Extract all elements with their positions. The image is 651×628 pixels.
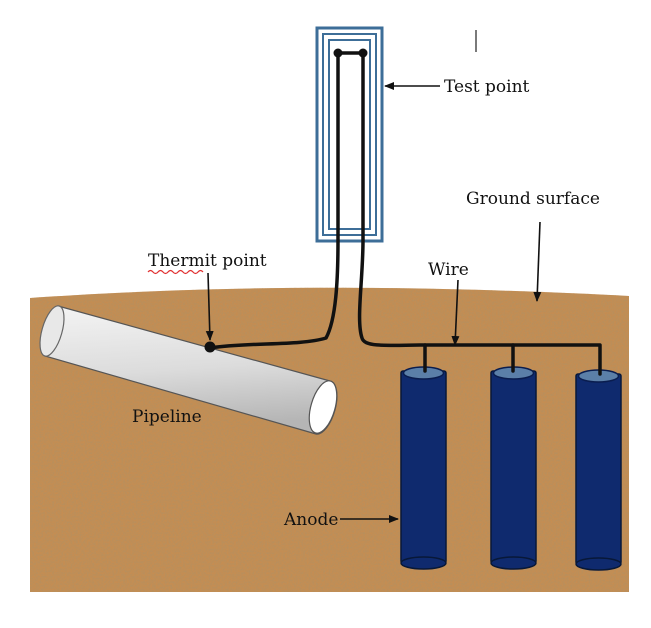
label-ground-surface: Ground surface bbox=[466, 189, 600, 209]
label-thermit-point: Thermit point bbox=[148, 251, 267, 271]
pipeline-cylinder bbox=[39, 305, 338, 435]
test-point-box bbox=[315, 26, 384, 243]
label-anode: Anode bbox=[283, 510, 338, 530]
terminal-dots bbox=[333, 48, 368, 58]
anode-3 bbox=[575, 369, 622, 571]
arrow-icon bbox=[205, 82, 542, 523]
label-wire: Wire bbox=[428, 260, 469, 280]
anode-group bbox=[400, 366, 622, 571]
spellcheck-underline bbox=[147, 269, 204, 275]
label-pipeline: Pipeline bbox=[132, 407, 202, 427]
label-test-point: Test point bbox=[444, 77, 530, 97]
anode-1 bbox=[400, 366, 447, 570]
anode-2 bbox=[490, 366, 537, 570]
thermit-point-dot bbox=[204, 341, 216, 353]
